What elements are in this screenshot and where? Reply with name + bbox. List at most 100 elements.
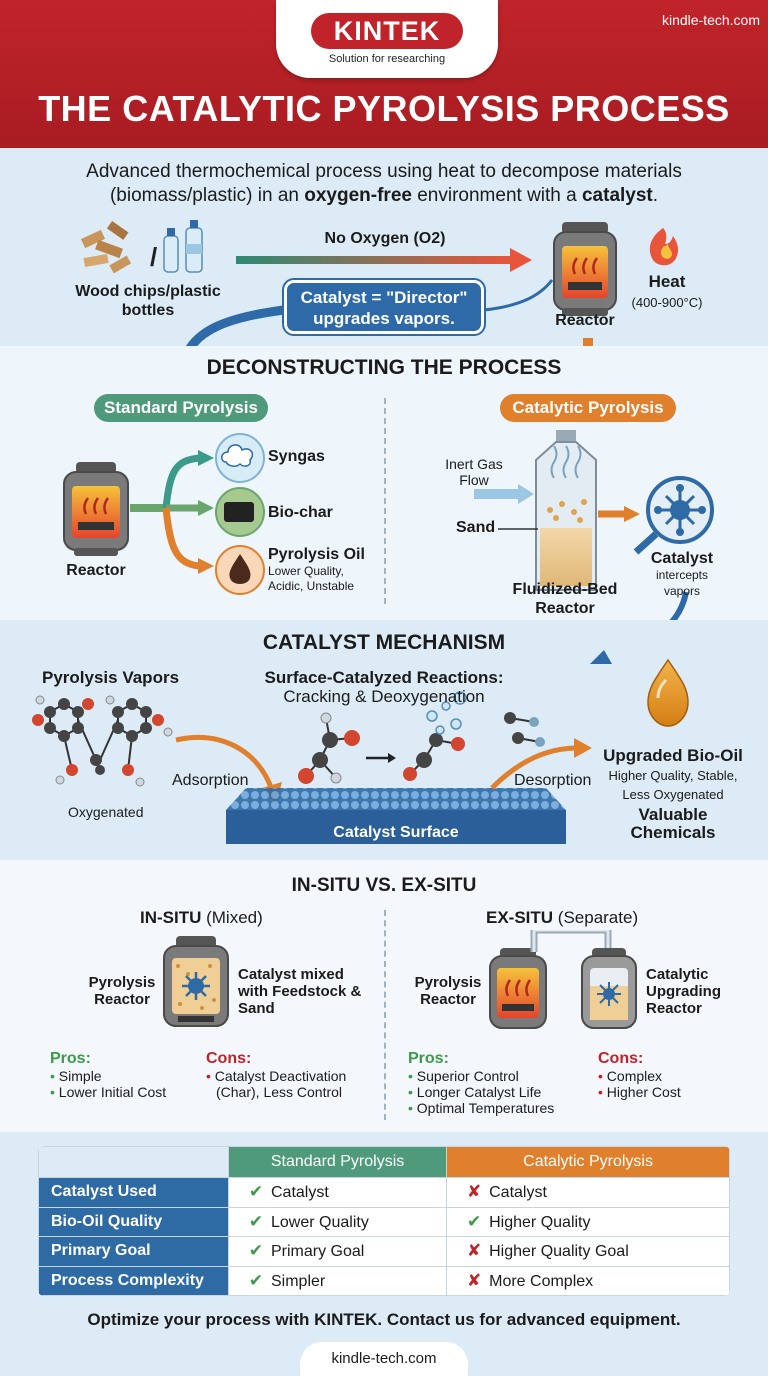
insitu-reactor-icon [163, 936, 229, 1027]
exsitu-title-normal: (Separate) [553, 908, 639, 927]
surface-reactions-label: Surface-Catalyzed Reactions: Cracking & … [246, 668, 522, 706]
catalyst-label: Catalyst intercepts vapors [640, 551, 724, 599]
logo-tagline: Solution for researching [328, 53, 446, 65]
cross-icon: ✘ [467, 1241, 482, 1261]
intro-emph-oxygen-free: oxygen-free [304, 185, 412, 206]
table-row: Catalyst Used✔Catalyst ✘ Catalyst [38, 1177, 730, 1208]
exsitu-pros: Pros: • Superior Control • Longer Cataly… [408, 1050, 554, 1116]
insitu-title-bold: IN-SITU [140, 908, 202, 927]
bio-char-icon [215, 487, 265, 537]
row-label: Primary Goal [38, 1236, 229, 1267]
catalytic-cell-text: Catalyst [489, 1184, 547, 1202]
insitu-desc: Catalyst mixed with Feedstock & Sand [238, 966, 362, 1017]
site-url-footer[interactable]: kindle-tech.com [300, 1342, 468, 1376]
catalytic-cell-text: Higher Quality [489, 1213, 591, 1231]
catalytic-cell: ✘Higher Quality Goal [446, 1236, 730, 1267]
insitu-pros-title: Pros: [50, 1050, 91, 1067]
check-icon: ✔ [248, 1211, 264, 1231]
pyrolysis-oil-label: Pyrolysis Oil [268, 546, 365, 563]
catalytic-cell-text: More Complex [489, 1272, 594, 1290]
standard-cell: ✔Lower Quality [227, 1206, 448, 1237]
standard-reactor-icon [63, 462, 129, 556]
pyrolysis-vapors-label: Pyrolysis Vapors [42, 668, 180, 687]
catalytic-pyrolysis-pill: Catalytic Pyrolysis [500, 394, 676, 422]
insitu-reactor-label: Pyrolysis Reactor [88, 974, 156, 1008]
insitu-pros: Pros: • Simple • Lower Initial Cost [50, 1050, 166, 1100]
catalytic-cell: ✘More Complex [446, 1265, 730, 1296]
row-label: Catalyst Used [38, 1177, 229, 1208]
site-url-top[interactable]: kindle-tech.com [661, 12, 760, 28]
director-line2: upgrades vapors. [313, 309, 455, 328]
insitu-con-item: • Catalyst Deactivation [206, 1068, 347, 1084]
insitu-cons-title: Cons: [206, 1050, 252, 1067]
catalyst-director-callout: Catalyst = "Director" upgrades vapors. [284, 280, 484, 334]
product-sub2: Less Oxygenated [622, 787, 724, 802]
intro-line2-mid: environment with a [411, 185, 582, 206]
mechanism-title: CATALYST MECHANISM [262, 631, 506, 654]
deconstruct-diagram [63, 430, 714, 620]
wood-chips-icon [80, 220, 132, 274]
exsitu-cons: Cons: • Complex • Higher Cost [598, 1050, 681, 1100]
intro-text: Advanced thermochemical process using he… [50, 160, 718, 208]
check-icon: ✔ [467, 1211, 482, 1231]
syngas-icon [215, 433, 265, 483]
page-title: THE CATALYTIC PYROLYSIS PROCESS [38, 88, 730, 129]
director-line1: Catalyst = "Director" [300, 288, 468, 307]
reactions-title: Surface-Catalyzed Reactions: [264, 668, 504, 687]
row-label: Bio-Oil Quality [38, 1206, 229, 1237]
insitu-cons: Cons: • Catalyst Deactivation (Char), Le… [206, 1050, 346, 1100]
pyrolysis-oil-icon [215, 545, 265, 595]
catalyst-surface-slab [226, 788, 566, 844]
intro-line1: Advanced thermochemical process using he… [86, 161, 682, 182]
exsitu-title: EX-SITU (Separate) [486, 908, 638, 928]
flame-icon [649, 228, 679, 266]
insitu-pro-item: • Lower Initial Cost [50, 1084, 167, 1100]
mechanism-diagram [32, 650, 689, 844]
insitu-con-text: (Char), Less Control [216, 1084, 343, 1100]
reactor-icon [553, 222, 617, 316]
exsitu-reactor-label: Pyrolysis Reactor [414, 974, 482, 1008]
table-header-row: Standard Pyrolysis Catalytic Pyrolysis [38, 1146, 730, 1178]
call-to-action: Optimize your process with KINTEK. Conta… [87, 1310, 681, 1329]
table-row: Primary Goal✔Primary Goal✘Higher Quality… [38, 1236, 730, 1267]
insitu-pro-text: Lower Initial Cost [58, 1084, 167, 1100]
deconstruct-title: DECONSTRUCTING THE PROCESS [206, 356, 562, 379]
table-row: Process Complexity✔Simpler✘More Complex [38, 1265, 730, 1296]
upgraded-bio-oil-label: Upgraded Bio-Oil Higher Quality, Stable,… [600, 746, 746, 803]
exsitu-upgrading-label: Catalytic Upgrading Reactor [646, 966, 721, 1017]
exsitu-con-text: Higher Cost [606, 1084, 681, 1100]
logo-tab: KINTEK Solution for researching [276, 0, 498, 78]
fluidized-bed-label: Fluidized-Bed Reactor [512, 581, 618, 617]
heat-range: (400-900°C) [631, 295, 703, 310]
standard-cell: ✔Simpler [227, 1265, 448, 1296]
exsitu-con-text: Complex [606, 1068, 663, 1084]
check-icon: ✔ [248, 1270, 264, 1290]
cross-icon: ✘ [467, 1182, 482, 1202]
insitu-con-text: Catalyst Deactivation [214, 1068, 347, 1084]
standard-cell-text: Catalyst [271, 1184, 329, 1202]
product-sub1: Higher Quality, Stable, [608, 768, 738, 783]
reactions-sub: Cracking & Deoxygenation [283, 687, 485, 706]
exsitu-pro-text: Longer Catalyst Life [416, 1084, 542, 1100]
fluidized-bed-reactor-icon [535, 430, 597, 591]
output-pyrolysis-oil: Pyrolysis Oil Lower Quality, Acidic, Uns… [268, 546, 378, 595]
standard-pyrolysis-pill: Standard Pyrolysis [94, 394, 268, 422]
table-header-standard: Standard Pyrolysis [227, 1146, 448, 1178]
kintek-logo: KINTEK [311, 13, 463, 49]
heat-label: Heat (400-900°C) [612, 272, 722, 313]
adsorption-label: Adsorption [172, 772, 249, 789]
exsitu-pro-item: • Superior Control [408, 1068, 519, 1084]
exsitu-con-item: • Complex [598, 1068, 663, 1084]
svg-text:/: / [150, 242, 157, 272]
situ-title: IN-SITU VS. EX-SITU [291, 875, 477, 896]
insitu-pro-item: • Simple [50, 1068, 102, 1084]
heat-title: Heat [648, 272, 686, 291]
check-icon: ✔ [248, 1241, 264, 1261]
output-syngas: Syngas [268, 448, 325, 465]
valuable-chemicals-label: Valuable Chemicals [630, 805, 716, 842]
standard-cell: ✔Catalyst [227, 1177, 448, 1208]
situ-divider [384, 910, 386, 1120]
section-divider [384, 398, 386, 604]
feedstock-label: Wood chips/plastic bottles [75, 283, 221, 319]
row-label: Process Complexity [38, 1265, 229, 1296]
